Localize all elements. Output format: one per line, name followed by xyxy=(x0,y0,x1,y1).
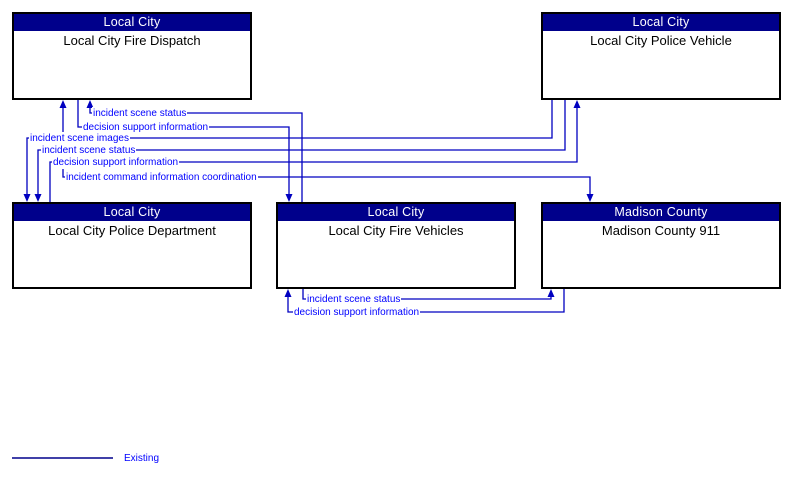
flow-label-incident-scene-status-pv-pd: incident scene status xyxy=(41,144,137,157)
entity-header: Local City xyxy=(14,204,250,221)
arrowhead-into-fire-dispatch-2 xyxy=(59,100,67,108)
flow-label-incident-command-coordination: incident command information coordinatio… xyxy=(65,171,258,184)
arrowhead-into-police-vehicle xyxy=(573,100,581,108)
flow-line-incident-scene-status-fv-mc xyxy=(302,289,552,300)
flow-label-incident-scene-status-fv-mc: incident scene status xyxy=(306,293,402,306)
entity-title: Local City Police Department xyxy=(48,223,216,238)
entity-title: Local City Fire Vehicles xyxy=(328,223,464,238)
arrowhead-into-police-department xyxy=(23,194,31,202)
entity-header: Local City xyxy=(278,204,514,221)
flow-label-incident-scene-status-fv-fd: incident scene status xyxy=(92,107,188,120)
entity-title: Madison County 911 xyxy=(601,223,721,238)
entity-header: Local City xyxy=(543,14,779,31)
flow-label-decision-support-mc-fv: decision support information xyxy=(293,306,421,319)
entity-header: Local City xyxy=(14,14,250,31)
legend-label-existing: Existing xyxy=(124,453,160,464)
arrowhead-into-madison-911-bottom xyxy=(547,289,555,297)
entity-box-madison-911[interactable]: Madison County Madison County 911 xyxy=(541,202,781,289)
flow-line-incident-scene-status-fv-fd xyxy=(89,108,303,202)
flow-line-incident-scene-images-pv-pd xyxy=(26,100,553,195)
entity-box-fire-vehicles[interactable]: Local City Local City Fire Vehicles xyxy=(276,202,516,289)
arrowhead-into-police-department-2 xyxy=(34,194,42,202)
flow-line-decision-support-pd-pv xyxy=(49,108,578,202)
flow-label-decision-support-fd-fv: decision support information xyxy=(82,121,210,134)
flow-label-incident-scene-images: incident scene images xyxy=(29,132,130,145)
entity-title: Local City Police Vehicle xyxy=(590,33,732,48)
entity-box-police-department[interactable]: Local City Local City Police Department xyxy=(12,202,252,289)
arrowhead-into-fire-vehicles-top xyxy=(285,194,293,202)
entity-title: Local City Fire Dispatch xyxy=(63,33,201,48)
arrowhead-into-madison-911-top xyxy=(586,194,594,202)
entity-header: Madison County xyxy=(543,204,779,221)
arrowhead-into-fire-dispatch xyxy=(86,100,94,108)
arrowhead-into-fire-vehicles-bottom xyxy=(284,289,292,297)
flow-line-incident-scene-status-pv-pd xyxy=(37,100,566,195)
entity-box-fire-dispatch[interactable]: Local City Local City Fire Dispatch xyxy=(12,12,252,100)
flow-line-decision-support-mc-fv xyxy=(287,289,565,313)
entity-box-police-vehicle[interactable]: Local City Local City Police Vehicle xyxy=(541,12,781,100)
flow-label-decision-support-pd-pv: decision support information xyxy=(52,156,180,169)
